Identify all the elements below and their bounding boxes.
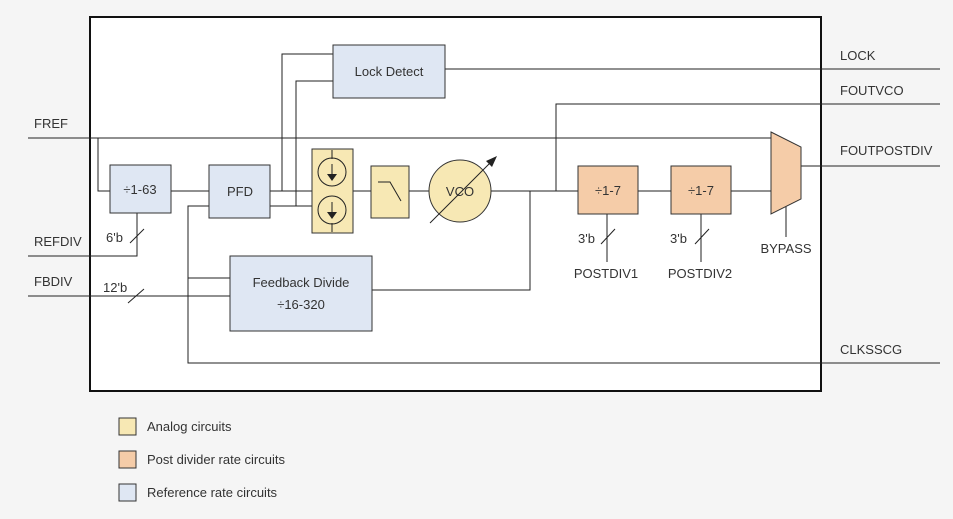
postdiv2-width: 3'b (670, 231, 687, 246)
lowpass-filter-icon (378, 181, 402, 202)
legend-swatch-reference (118, 483, 137, 502)
lock-detect-label: Lock Detect (355, 64, 424, 79)
wires (28, 53, 940, 364)
feedback-divide-block: Feedback Divide ÷16-320 (229, 255, 373, 332)
legend-label-post-divider: Post divider rate circuits (147, 452, 285, 467)
current-source-up-icon (317, 157, 347, 187)
pfd-label: PFD (227, 184, 253, 199)
clksscg-label: CLKSSCG (840, 342, 902, 357)
bypass-mux-block (770, 131, 802, 215)
current-source-down-icon (317, 195, 347, 225)
feedback-divide-title: Feedback Divide (253, 275, 350, 290)
postdiv1-width: 3'b (578, 231, 595, 246)
feedback-divide-range: ÷16-320 (277, 297, 325, 312)
postdiv2-label: POSTDIV2 (668, 266, 732, 281)
foutpostdiv-label: FOUTPOSTDIV (840, 143, 933, 158)
fref-label: FREF (34, 116, 68, 131)
legend: Analog circuits Post divider rate circui… (118, 417, 285, 502)
legend-label-reference: Reference rate circuits (147, 485, 278, 500)
vco-block: VCO (428, 156, 497, 224)
ref-divider-label: ÷1-63 (123, 182, 156, 197)
refdiv-width: 6'b (106, 230, 123, 245)
charge-pump-block (311, 148, 354, 234)
post-divider1-block: ÷1-7 (577, 165, 639, 215)
legend-label-analog: Analog circuits (147, 419, 232, 434)
bypass-label: BYPASS (760, 241, 811, 256)
legend-swatch-analog (118, 417, 137, 436)
foutvco-label: FOUTVCO (840, 83, 904, 98)
lock-detect-block: Lock Detect (332, 44, 446, 99)
vco-label: VCO (446, 184, 474, 199)
post-divider2-label: ÷1-7 (688, 183, 714, 198)
tuning-arrow-icon (429, 160, 493, 224)
post-divider2-block: ÷1-7 (670, 165, 732, 215)
legend-swatch-post-divider (118, 450, 137, 469)
fbdiv-label: FBDIV (34, 274, 73, 289)
postdiv1-label: POSTDIV1 (574, 266, 638, 281)
lock-label: LOCK (840, 48, 876, 63)
refdiv-label: REFDIV (34, 234, 82, 249)
post-divider1-label: ÷1-7 (595, 183, 621, 198)
fbdiv-width: 12'b (103, 280, 127, 295)
loop-filter-block (370, 165, 410, 219)
pfd-block: PFD (208, 164, 271, 219)
ref-divider-block: ÷1-63 (109, 164, 172, 214)
